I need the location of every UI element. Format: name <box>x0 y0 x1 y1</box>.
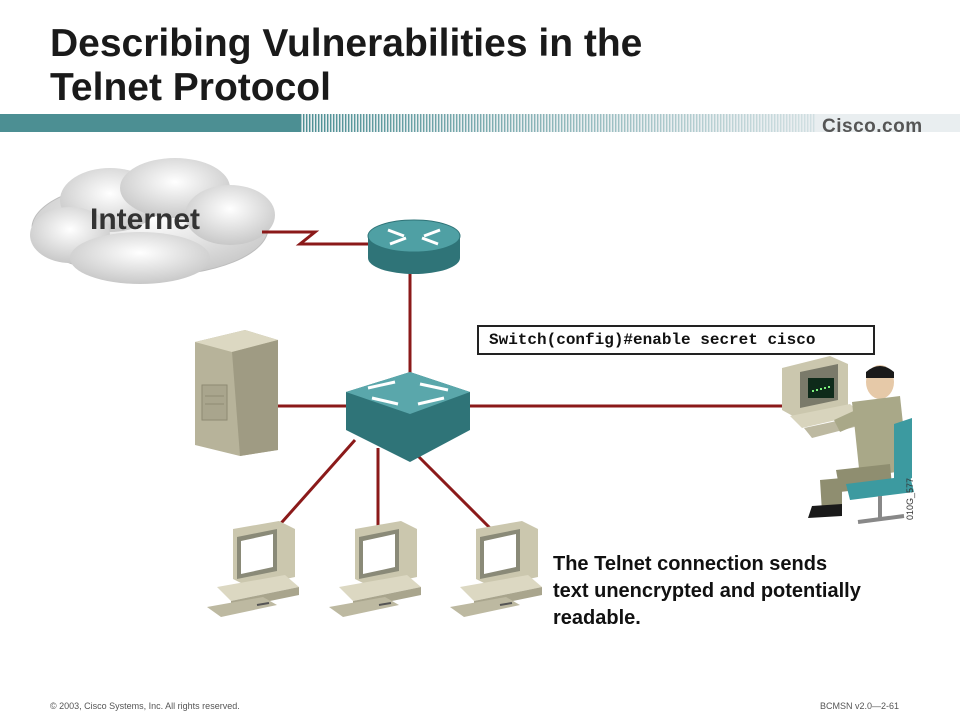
workstation-1 <box>207 521 299 617</box>
figure-id: 010G_577 <box>905 477 915 520</box>
switch <box>346 372 470 462</box>
switch-ws3-link <box>408 446 494 532</box>
caption-line: The Telnet connection sends <box>553 553 828 575</box>
caption: The Telnet connection sends text unencry… <box>553 551 943 632</box>
command-box: Switch(config)#enable secret cisco <box>477 325 875 355</box>
header-band <box>0 114 960 132</box>
course-code-footer: BCMSN v2.0—2-61 <box>820 701 900 711</box>
caption-line: text unencrypted and potentially <box>553 580 861 602</box>
internet-cloud <box>30 158 275 284</box>
command-text: Switch(config)#enable secret cisco <box>489 331 816 349</box>
router <box>367 219 461 274</box>
title-line-2: Telnet Protocol <box>50 66 331 109</box>
slide-title: Describing Vulnerabilities in the Telnet… <box>50 22 770 110</box>
server <box>195 330 278 456</box>
switch-ws1-link <box>273 439 357 531</box>
internet-label: Internet <box>90 203 201 236</box>
workstation-3 <box>450 521 542 617</box>
caption-line: readable. <box>553 607 641 629</box>
serial-link <box>262 230 372 246</box>
copyright-footer: © 2003, Cisco Systems, Inc. All rights r… <box>50 701 240 711</box>
operator-figure <box>808 365 914 524</box>
title-line-1: Describing Vulnerabilities in the <box>50 22 643 65</box>
workstation-2 <box>329 521 421 617</box>
network-links <box>262 230 786 532</box>
cisco-logo-text: Cisco.com <box>822 116 923 137</box>
